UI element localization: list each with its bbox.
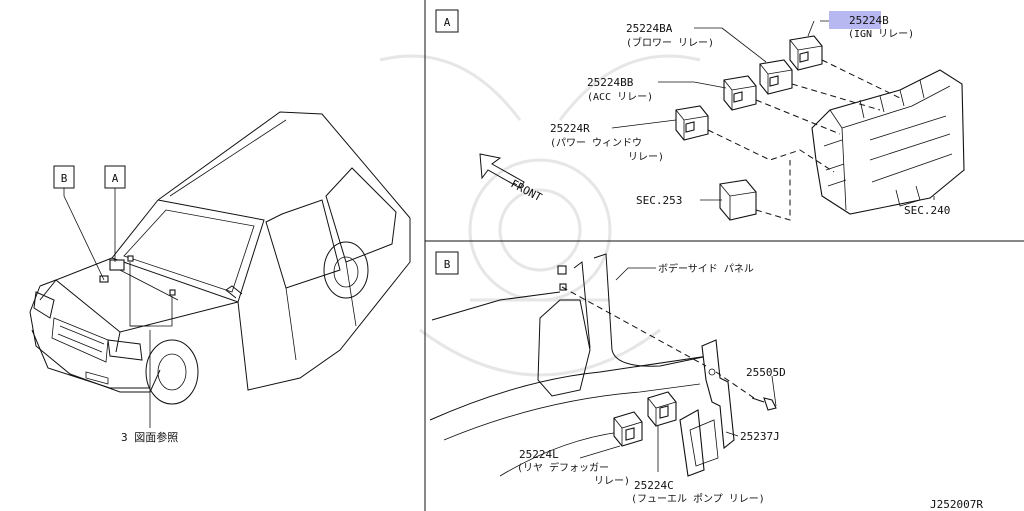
svg-text:A: A xyxy=(444,16,451,29)
label-body-side-panel: ボデーサイド パネル xyxy=(658,262,754,275)
desc-25224L-2: リレー) xyxy=(594,476,630,487)
desc-25224BA: (ブロワー リレー) xyxy=(626,36,714,49)
desc-25224B: (IGN リレー) xyxy=(848,29,914,40)
desc-25224C: (フューエル ポンプ リレー) xyxy=(631,493,765,505)
desc-25224R-2: リレー) xyxy=(628,152,664,163)
desc-25224L-1: (リヤ デフォッガー xyxy=(517,461,609,474)
vehicle-leaders xyxy=(63,188,173,428)
label-25224B: 25224B xyxy=(849,14,889,27)
reference-note: 3 図面参照 xyxy=(121,430,178,444)
relay-25224R xyxy=(675,105,709,141)
relay-25224BA xyxy=(759,59,793,95)
panel-frames xyxy=(424,0,1024,511)
panel-b-label: B xyxy=(435,251,459,275)
highlight-25224B xyxy=(829,11,881,29)
svg-text:B: B xyxy=(61,172,68,185)
relay-25224L xyxy=(613,411,643,447)
figure-id: J252007R xyxy=(930,498,983,511)
body-side-panel xyxy=(429,253,709,477)
svg-text:A: A xyxy=(112,172,119,185)
label-sec240: SEC.240 xyxy=(904,204,950,217)
watermark xyxy=(379,54,701,377)
bolt-25505D xyxy=(751,375,777,411)
vehicle-drawing xyxy=(29,111,411,405)
label-25237J: 25237J xyxy=(740,430,780,443)
label-sec253: SEC.253 xyxy=(636,194,682,207)
relay-box xyxy=(811,69,965,215)
label-25224R: 25224R xyxy=(550,122,590,135)
panel-b-leaders xyxy=(579,267,739,472)
relay-25224C xyxy=(647,391,677,427)
label-25224BA: 25224BA xyxy=(626,22,673,35)
label-25505D: 25505D xyxy=(746,366,786,379)
label-25224C: 25224C xyxy=(634,479,674,492)
label-25224L: 25224L xyxy=(519,448,559,461)
relay-sec253 xyxy=(719,179,757,221)
bracket-25237J xyxy=(679,339,735,477)
relay-25224B xyxy=(789,35,823,71)
callout-a-car: A xyxy=(104,165,126,189)
callout-b-car: B xyxy=(53,165,75,189)
svg-text:B: B xyxy=(444,258,451,271)
panel-a-leaders xyxy=(611,20,935,201)
panel-a-label: A xyxy=(435,9,459,33)
label-25224BB: 25224BB xyxy=(587,76,634,89)
desc-25224R-1: (パワー ウィンドウ xyxy=(550,137,642,149)
panel-a-dashed-leaders xyxy=(707,59,901,221)
relay-25224BB xyxy=(723,75,757,111)
panel-b-dashed-leaders xyxy=(561,286,755,399)
desc-25224BB: (ACC リレー) xyxy=(587,92,653,103)
